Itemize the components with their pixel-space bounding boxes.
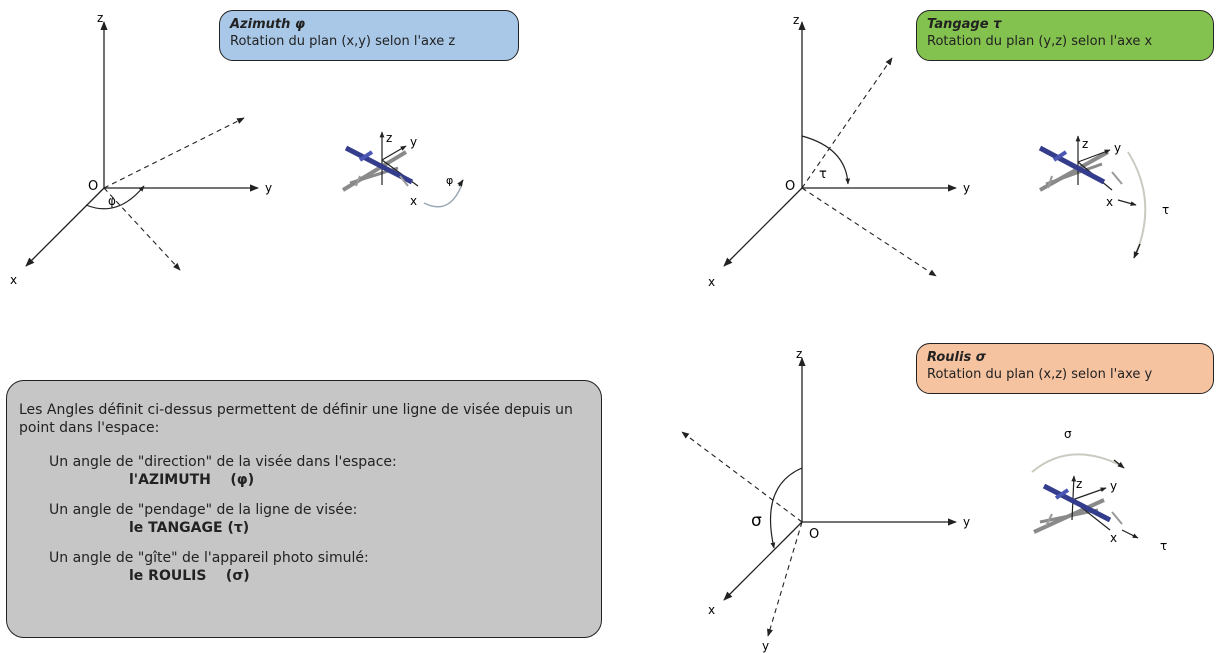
azimuth-y-label: y [265,181,272,195]
svg-text:x: x [1110,531,1117,545]
roulis-model-extra-label: τ [1160,539,1167,553]
svg-text:x: x [1106,195,1113,209]
info-item-value: l'AZIMUTH (φ) [129,472,255,488]
info-panel: Les Angles définit ci-dessus permettent … [6,380,602,638]
svg-text:z: z [1076,477,1082,491]
roulis-description: Rotation du plan (x,z) selon l'axe y [927,367,1153,382]
tangage-z-label: z [793,13,799,27]
roulis-title: Roulis σ [927,350,986,365]
roulis-z-label: z [796,347,802,361]
tangage-projection-line [801,187,937,277]
tangage-description: Rotation du plan (y,z) selon l'axe x [927,34,1153,49]
svg-text:y: y [1114,141,1121,155]
roulis-angle-label: σ [751,511,762,531]
tangage-x-label: x [708,275,715,289]
tangage-diagram: z y x O τ z y x τ [708,13,1169,289]
azimuth-projection-line [103,187,181,271]
tangage-y-label: y [963,181,970,195]
azimuth-angle-arc [85,185,145,210]
tangage-aircraft-model: z y x τ [1038,135,1169,259]
roulis-diagram: z y x y O σ z y x σ τ [681,347,1167,653]
azimuth-z-label: z [97,11,103,25]
roulis-model-rotation-arc [1031,453,1123,473]
svg-text:y: y [410,135,417,149]
svg-text:z: z [386,131,392,145]
azimuth-sight-line [103,117,245,189]
tangage-title: Tangage τ [927,17,1002,32]
roulis-y-label: y [963,515,970,529]
roulis-origin-label: O [809,527,819,542]
roulis-aircraft-model: z y x σ τ [1031,427,1167,553]
azimuth-diagram: z y x O φ z y x φ [10,11,464,287]
tangage-sight-line [801,57,893,189]
svg-text:φ: φ [446,174,453,187]
svg-text:z: z [1082,137,1088,151]
info-item-label: Un angle de "direction" de la visée dans… [49,454,397,470]
info-intro: Les Angles définit ci-dessus permettent … [19,402,573,436]
roulis-sight-line [681,431,803,523]
info-item-value: le ROULIS (σ) [129,568,250,584]
azimuth-x-label: x [10,273,17,287]
info-item-label: Un angle de "gîte" de l'appareil photo s… [49,550,369,566]
roulis-x-label: x [708,603,715,617]
tangage-origin-label: O [785,179,795,194]
info-item-value: le TANGAGE (τ) [129,520,250,536]
svg-text:τ: τ [1162,203,1169,217]
azimuth-title: Azimuth φ [230,17,306,32]
info-item-tangage: Un angle de "pendage" de la ligne de vis… [49,501,589,537]
azimuth-aircraft-model: z y x φ [341,131,464,208]
svg-text:y: y [1110,479,1117,493]
azimuth-origin-label: O [88,179,98,194]
azimuth-description: Rotation du plan (x,y) selon l'axe z [230,34,456,49]
tangage-x-axis [723,187,803,267]
tangage-angle-label: τ [819,167,827,182]
roulis-y-down-label: y [762,639,769,653]
azimuth-x-axis [25,187,105,267]
roulis-callout: Roulis σ Rotation du plan (x,z) selon l'… [916,343,1214,394]
info-item-label: Un angle de "pendage" de la ligne de vis… [49,502,358,518]
roulis-angle-arc [769,467,803,549]
tangage-angle-arc [801,135,851,185]
info-item-azimuth: Un angle de "direction" de la visée dans… [49,453,589,489]
azimuth-callout: Azimuth φ Rotation du plan (x,y) selon l… [219,10,519,61]
info-item-roulis: Un angle de "gîte" de l'appareil photo s… [49,549,589,585]
roulis-x-axis [723,521,803,601]
roulis-projection-line [767,521,803,637]
svg-text:x: x [410,194,417,208]
roulis-model-angle-label: σ [1064,427,1072,441]
azimuth-angle-label: φ [108,194,116,208]
tangage-callout: Tangage τ Rotation du plan (y,z) selon l… [916,10,1214,61]
